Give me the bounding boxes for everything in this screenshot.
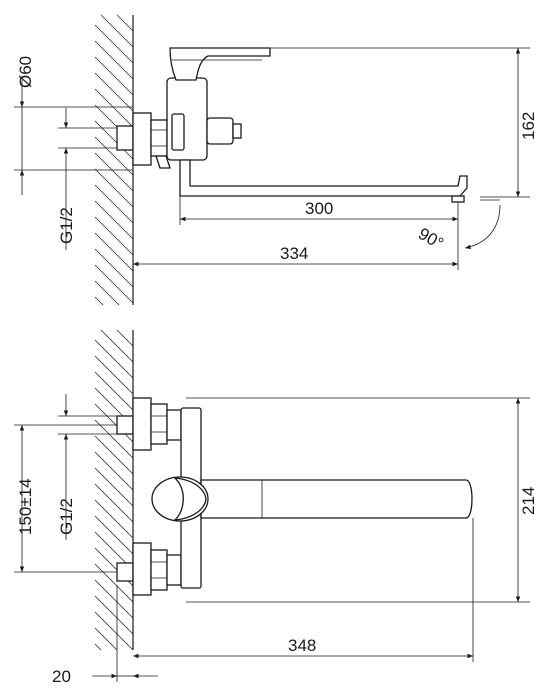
dimension-height-side: 162 (270, 47, 538, 198)
dimension-reach-front: 348 (133, 518, 474, 662)
thread-label-top: G1/2 (57, 207, 76, 244)
dimension-thread-bottom: G1/2 (57, 394, 117, 540)
dimension-height-front: 214 (186, 397, 538, 603)
dimension-thread-top: G1/2 (57, 108, 117, 250)
dimension-rotation: 90° (415, 199, 501, 253)
reach-label-front: 348 (288, 636, 316, 655)
total-reach-label: 334 (280, 244, 308, 263)
side-view: Ø60 G1/2 162 300 90° (14, 14, 538, 306)
dimension-total-reach: 334 (133, 225, 459, 270)
mixer-body-front (151, 407, 473, 589)
dimension-center-distance: 150±14 (14, 424, 117, 573)
dimension-wall-offset: 20 (52, 585, 158, 686)
thread-label-bottom: G1/2 (57, 498, 76, 535)
dimension-spout-reach: 300 (179, 196, 459, 225)
wall-fitting-top (116, 112, 171, 169)
diameter-label: Ø60 (16, 56, 35, 88)
wall-hatching-bottom (94, 329, 134, 651)
upper-connector (116, 397, 182, 451)
wall-hatching-top (94, 14, 134, 306)
dimension-diameter: Ø60 (14, 56, 133, 195)
center-distance-label: 150±14 (16, 478, 35, 535)
lower-connector (116, 542, 182, 596)
height-label-side: 162 (519, 112, 538, 140)
height-label-front: 214 (519, 487, 538, 515)
mixer-body-side (166, 47, 271, 161)
spout-reach-label: 300 (305, 199, 333, 218)
wall-offset-label: 20 (52, 667, 71, 686)
front-view: 150±14 G1/2 214 348 (14, 329, 538, 686)
spout-side (179, 159, 468, 203)
rotation-label: 90° (415, 224, 447, 253)
